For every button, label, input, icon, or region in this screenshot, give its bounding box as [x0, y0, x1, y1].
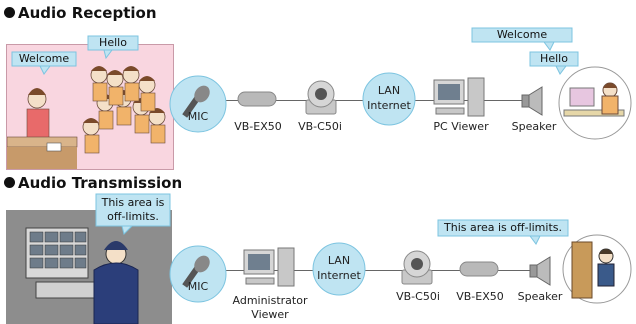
reception-heading: Audio Reception	[4, 4, 157, 22]
reception-speaker-label: Speaker	[511, 120, 557, 133]
reception-pc-viewer-icon	[433, 77, 485, 117]
transmission-encoder-icon	[459, 261, 499, 277]
admin-viewer-label-2: Viewer	[251, 308, 289, 321]
transmission-heading: Audio Transmission	[4, 174, 182, 192]
transmission-network-label-2: Internet	[317, 269, 361, 282]
bullet-icon	[4, 177, 15, 188]
transmission-encoder-label: VB-EX50	[456, 290, 504, 303]
transmission-mic-icon	[169, 245, 227, 303]
reception-speaker-icon	[521, 86, 543, 116]
guard-bubble-line-2: off-limits.	[107, 210, 159, 223]
transmission-network-icon	[312, 242, 366, 296]
transmission-speaker-icon	[529, 256, 551, 286]
speaker-bubble-text: This area is off-limits.	[444, 221, 562, 234]
reception-pc-viewer-label: PC Viewer	[433, 120, 489, 133]
reception-network-icon	[362, 72, 416, 126]
transmission-camera-icon	[401, 250, 433, 285]
viewer-bubble-hello: Hello	[540, 52, 568, 65]
transmission-camera-label: VB-C50i	[396, 290, 440, 303]
scene-bubble-welcome: Welcome	[18, 52, 70, 65]
viewer-person-illustration	[558, 66, 632, 140]
admin-viewer-label-1: Administrator	[232, 294, 308, 307]
security-room-drawing	[6, 210, 172, 324]
reception-mic-label: MIC	[187, 110, 209, 123]
transmission-mic-label: MIC	[187, 280, 209, 293]
security-room-illustration	[6, 210, 172, 324]
intruder-person-illustration	[562, 234, 632, 304]
reception-cable-1	[172, 100, 522, 101]
guard-bubble-line-1: This area is	[101, 196, 165, 209]
reception-network-label-1: LAN	[377, 84, 401, 97]
reception-encoder-label: VB-EX50	[234, 120, 282, 133]
admin-viewer-icon	[243, 247, 295, 287]
viewer-bubble-welcome: Welcome	[496, 28, 548, 41]
reception-network-label-2: Internet	[367, 99, 411, 112]
reception-mic-icon	[169, 75, 227, 133]
bullet-icon	[4, 7, 15, 18]
transmission-speaker-label: Speaker	[517, 290, 563, 303]
transmission-network-label-1: LAN	[327, 254, 351, 267]
scene-bubble-hello: Hello	[99, 36, 127, 49]
reception-encoder-icon	[237, 91, 277, 107]
reception-camera-icon	[305, 80, 337, 115]
reception-camera-label: VB-C50i	[298, 120, 342, 133]
